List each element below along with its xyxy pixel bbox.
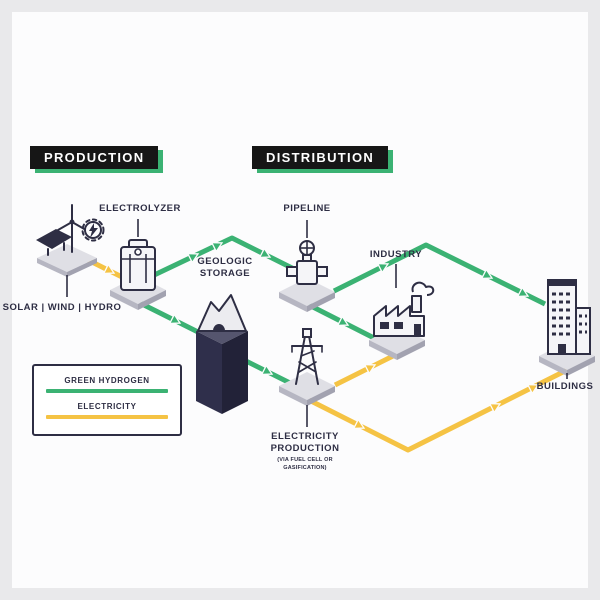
label-pointer-lines (66, 219, 568, 427)
smoke-icon (411, 281, 435, 296)
solar-panel-wind-turbine-gear-icon (36, 204, 105, 256)
hydrogen-flow-arrows (168, 241, 530, 376)
factory-smoke-icon (373, 281, 435, 337)
solar-panel-icon (36, 229, 72, 249)
legend-item-green-hydrogen: GREEN HYDROGEN (46, 376, 168, 393)
electricity-production-label: ELECTRICITY PRODUCTION (270, 431, 340, 455)
turbine-blade (57, 221, 73, 231)
gear-teeth (81, 218, 105, 242)
mountain-cave-icon (197, 294, 247, 332)
flow-electricity-production-to-buildings (307, 367, 569, 453)
legend-label-electricity: ELECTRICITY (77, 402, 137, 411)
industry-label: INDUSTRY (369, 249, 423, 260)
pipe-valve-icon (286, 240, 328, 285)
electricity-production-sublabel: (VIA FUEL CELL OR GASIFICATION) (277, 457, 333, 471)
electricity-production-platform (279, 372, 335, 406)
flow-electrolyzer-to-pipeline (148, 235, 300, 280)
flow-electricity-production-to-industry (333, 352, 397, 388)
flow-electrolyzer-to-storage (138, 300, 200, 335)
legend: GREEN HYDROGEN ELECTRICITY (32, 364, 182, 436)
distribution-badge: DISTRIBUTION (252, 146, 389, 169)
transmission-tower-icon (291, 328, 323, 385)
high-rise-building-icon (547, 279, 591, 355)
turbine-blade (71, 221, 87, 231)
legend-swatch-electricity (46, 415, 168, 419)
geologic-storage-label: GEOLOGIC STORAGE (197, 256, 253, 280)
geologic-storage-block (196, 294, 248, 414)
legend-item-electricity: ELECTRICITY (46, 402, 168, 419)
solar-wind-hydro-label: SOLAR | WIND | HYDRO (2, 302, 122, 313)
solar-platform (37, 244, 97, 277)
electrolyzer-label: ELECTROLYZER (99, 203, 181, 214)
electricity-flow-arrows (102, 263, 540, 430)
electrolyzer-machine-icon (120, 239, 156, 291)
legend-label-green-hydrogen: GREEN HYDROGEN (64, 376, 150, 385)
pipeline-label: PIPELINE (283, 203, 331, 214)
production-badge: PRODUCTION (30, 146, 159, 169)
buildings-label: BUILDINGS (536, 381, 594, 392)
bolt-icon (89, 223, 98, 238)
turbine-hub (69, 219, 75, 225)
pipeline-platform (279, 278, 335, 312)
legend-swatch-green-hydrogen (46, 389, 168, 393)
flow-pipeline-to-buildings (332, 242, 547, 307)
